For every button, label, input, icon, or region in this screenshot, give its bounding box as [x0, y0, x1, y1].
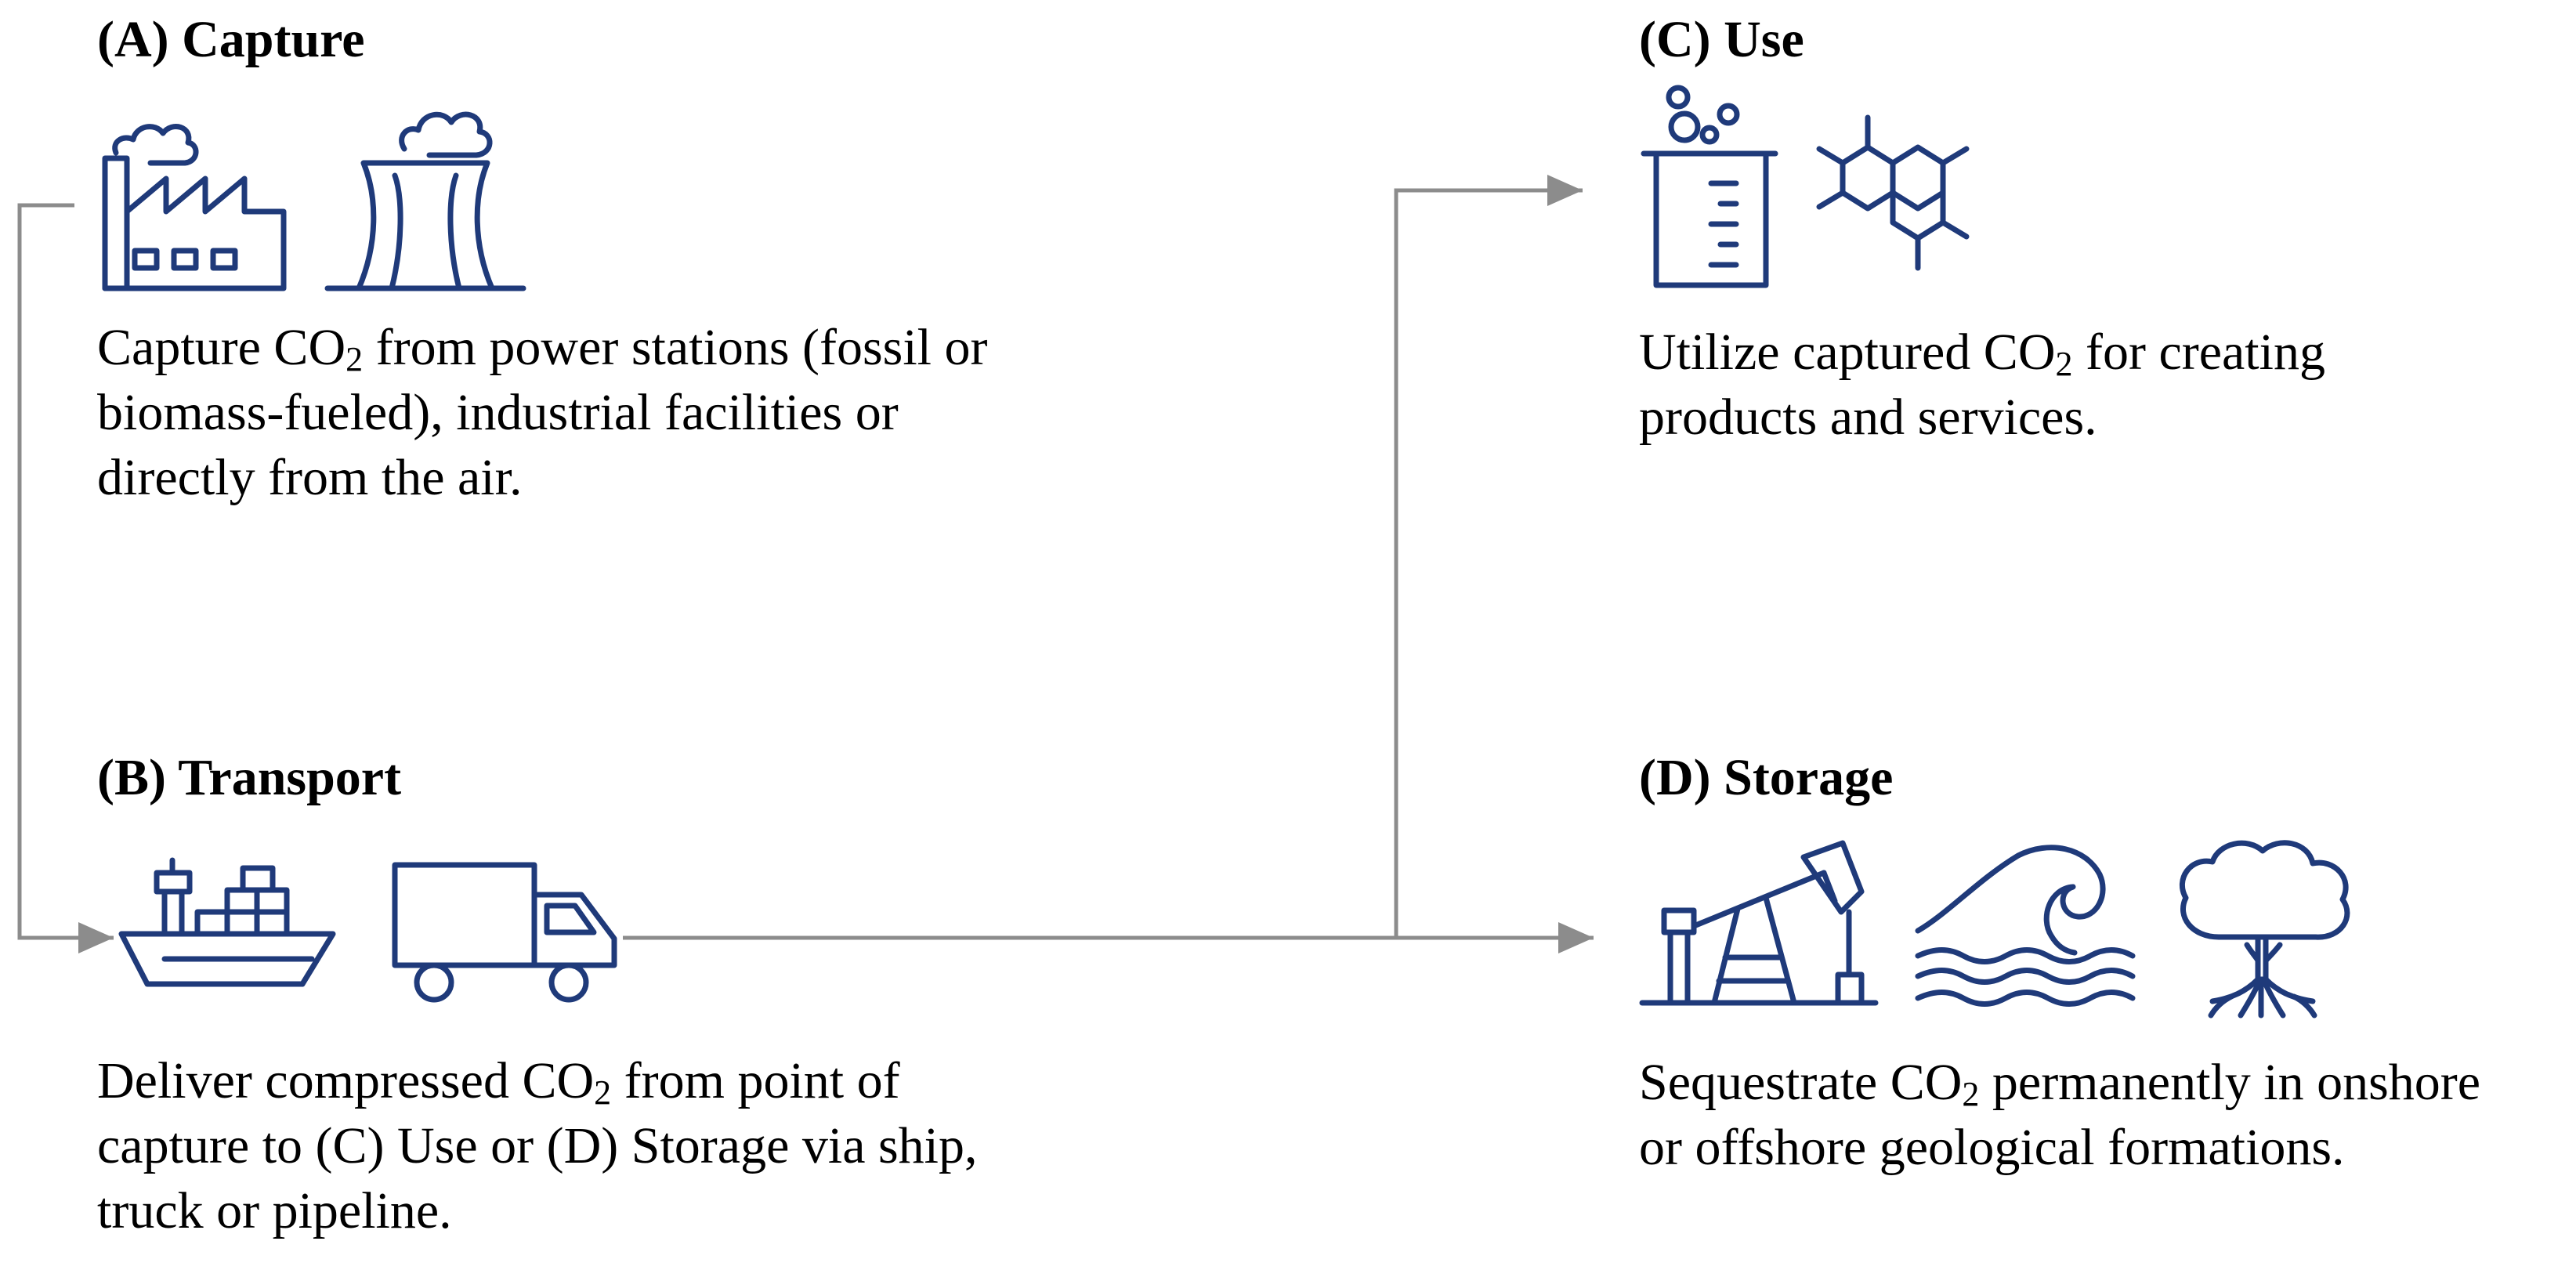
beaker-icon [1641, 85, 1778, 288]
use-description: Utilize captured CO2 for creating produc… [1639, 320, 2325, 450]
factory-icon [102, 124, 287, 291]
use-line-2: products and services. [1639, 389, 2097, 446]
transport-line-1: Deliver compressed CO2 from point of [97, 1052, 900, 1112]
capture-line-2: biomass-fueled), industrial facilities o… [97, 384, 899, 441]
transport-line-3: truck or pipeline. [97, 1182, 452, 1239]
capture-line-1: Capture CO2 from power stations (fossil … [97, 319, 988, 378]
arrow-to-use [1394, 175, 1583, 938]
use-line-1: Utilize captured CO2 for creating [1639, 324, 2325, 383]
molecule-icon [1816, 114, 1970, 271]
transport-line-2: capture to (C) Use or (D) Storage via sh… [97, 1117, 978, 1174]
truck-icon [392, 862, 617, 1003]
tree-icon [2179, 840, 2350, 1019]
storage-description: Sequestrate CO2 permanently in onshore o… [1639, 1050, 2480, 1180]
arrow-capture-to-transport [17, 203, 114, 953]
capture-title: (A) Capture [97, 11, 365, 68]
transport-title: (B) Transport [97, 749, 402, 806]
capture-description: Capture CO2 from power stations (fossil … [97, 315, 988, 510]
storage-title: (D) Storage [1639, 749, 1894, 806]
capture-line-3: directly from the air. [97, 449, 523, 506]
wave-icon [1915, 845, 2136, 1007]
transport-description: Deliver compressed CO2 from point of cap… [97, 1048, 978, 1243]
oil-pump-icon [1639, 840, 1879, 1006]
cooling-tower-icon [324, 111, 526, 291]
storage-line-1: Sequestrate CO2 permanently in onshore [1639, 1054, 2481, 1113]
storage-line-2: or offshore geological formations. [1639, 1119, 2345, 1176]
ship-icon [118, 857, 336, 987]
use-title: (C) Use [1639, 11, 1804, 68]
